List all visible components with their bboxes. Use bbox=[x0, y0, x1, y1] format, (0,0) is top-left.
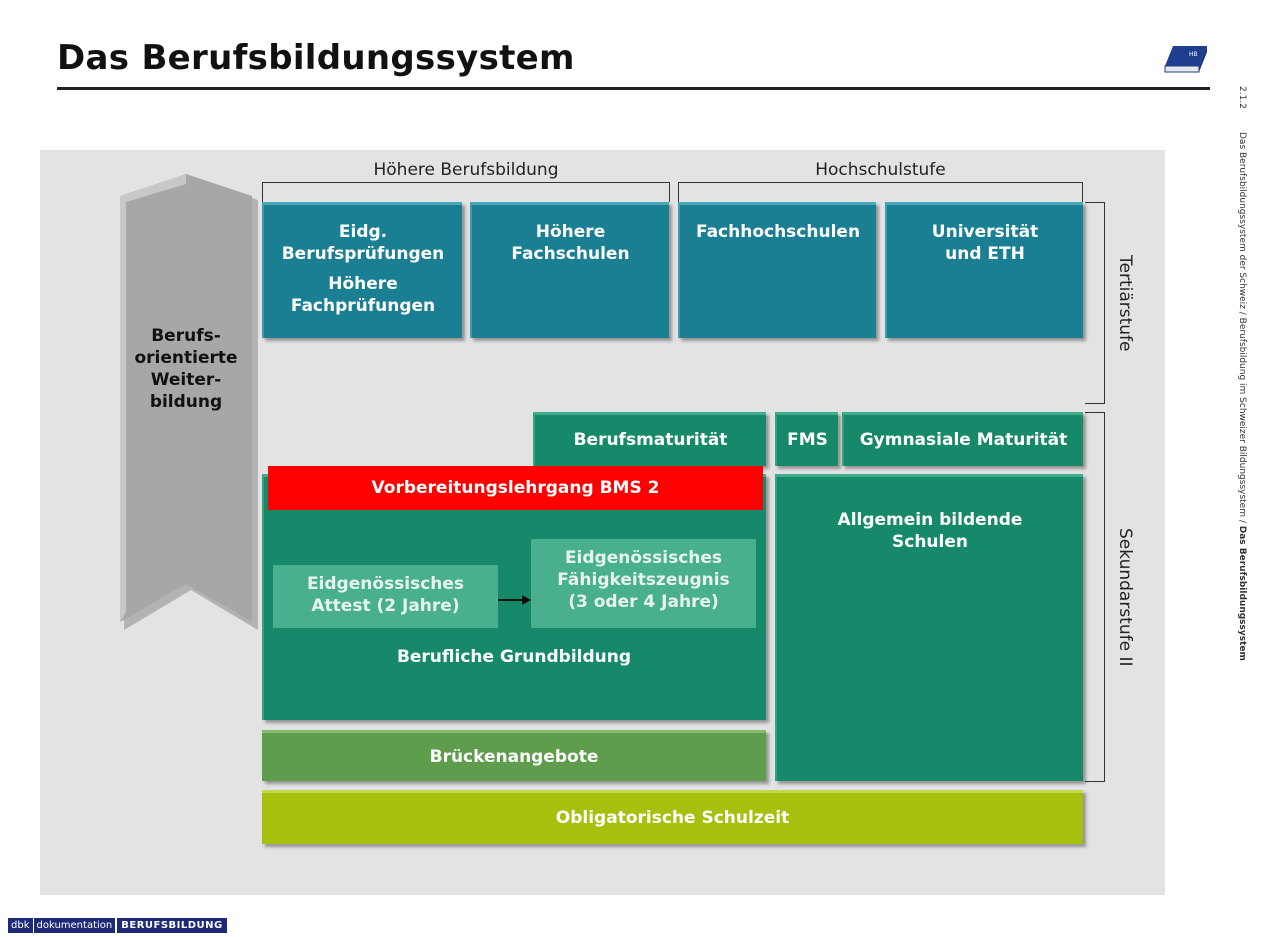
bracket-sekundarstufe bbox=[1085, 412, 1105, 782]
footer-berufsbildung: BERUFSBILDUNG bbox=[117, 918, 227, 933]
box-berufsmaturitaet: Berufsmaturität bbox=[533, 412, 766, 466]
box-fachhochschulen: Fachhochschulen bbox=[678, 202, 876, 338]
bracket-hochschulstufe bbox=[678, 182, 1083, 202]
box-hoehere-fachschulen: Höhere Fachschulen bbox=[470, 202, 669, 338]
weiterbildung-label: Berufs- orientierte Weiter- bildung bbox=[134, 326, 238, 412]
box-gymnasiale-maturitaet: Gymnasiale Maturität bbox=[842, 412, 1083, 466]
breadcrumb-path: Das Berufsbildungssystem der Schweiz / B… bbox=[1237, 132, 1247, 526]
box-brueckenangebote: Brückenangebote bbox=[262, 730, 766, 781]
book-icon: HB bbox=[1163, 44, 1209, 74]
bracket-tertiaerstufe bbox=[1085, 202, 1105, 404]
box-obligatorische-schulzeit: Obligatorische Schulzeit bbox=[262, 790, 1083, 844]
group-label-hochschulstufe: Hochschulstufe bbox=[815, 160, 946, 180]
page-title: Das Berufsbildungssystem bbox=[57, 38, 575, 78]
footer-dbk: dbk bbox=[8, 918, 33, 933]
group-label-sekundarstufe: Sekundarstufe II bbox=[1115, 527, 1135, 667]
group-label-tertiaerstufe: Tertiärstufe bbox=[1115, 254, 1135, 352]
breadcrumb-current: Das Berufsbildungssystem bbox=[1237, 526, 1247, 661]
group-label-hoehere-berufsbildung: Höhere Berufsbildung bbox=[373, 160, 559, 180]
title-underline bbox=[57, 87, 1210, 90]
side-navigation-note: 2.1.2 Das Berufsbildungssystem der Schwe… bbox=[1224, 80, 1256, 680]
breadcrumb: Das Berufsbildungssystem der Schweiz / B… bbox=[1237, 132, 1247, 661]
weiterbildung-arrow bbox=[118, 172, 258, 632]
arrow-right-icon bbox=[498, 592, 532, 606]
box-eidg-faehigkeitszeugnis: Eidgenössisches Fähigkeitszeugnis (3 ode… bbox=[531, 539, 756, 628]
footer-dokumentation: dokumentation bbox=[33, 918, 116, 933]
label-berufliche-grundbildung: Berufliche Grundbildung bbox=[396, 647, 632, 667]
box-fms: FMS bbox=[775, 412, 838, 466]
page-number: 2.1.2 bbox=[1237, 86, 1247, 109]
box-universitaet-eth: Universität und ETH bbox=[885, 202, 1083, 338]
box-vorbereitungslehrgang-bms2: Vorbereitungslehrgang BMS 2 bbox=[268, 466, 763, 510]
box-allgemein-bildende-schulen: Allgemein bildende Schulen bbox=[775, 474, 1083, 781]
box-eidg-berufspruefungen: Eidg. Berufsprüfungen Höhere Fachprüfung… bbox=[262, 202, 462, 338]
box-eidg-attest: Eidgenössisches Attest (2 Jahre) bbox=[273, 565, 498, 628]
bracket-hoehere-berufsbildung bbox=[262, 182, 670, 202]
svg-text:HB: HB bbox=[1189, 51, 1198, 58]
